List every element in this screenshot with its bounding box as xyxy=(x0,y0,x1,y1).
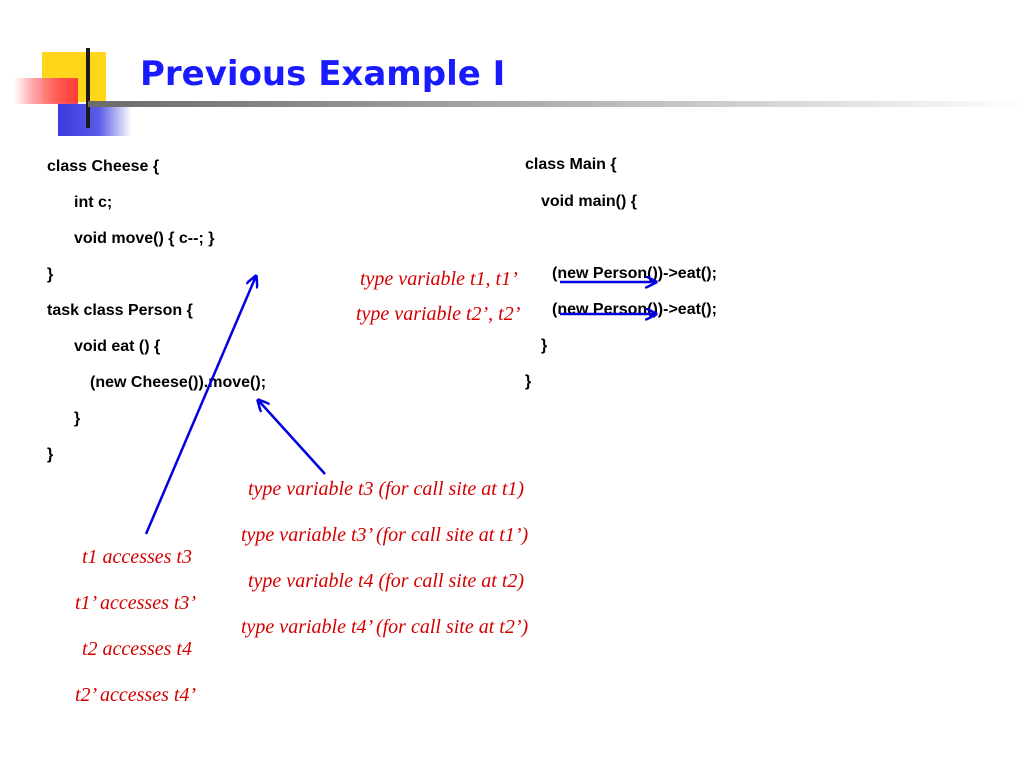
corner-decoration-blue xyxy=(58,104,132,136)
annotation-type-var-t4: type variable t4 (for call site at t2) xyxy=(248,570,525,592)
annotation-type-var-t2: type variable t2’, t2’ xyxy=(356,303,521,325)
code-left-line-6: void eat () { xyxy=(74,338,161,355)
arrow-access-to-move xyxy=(144,276,256,535)
access-t2p-t4p: t2’ accesses t4’ xyxy=(75,684,197,706)
access-t1p-t3p: t1’ accesses t3’ xyxy=(75,592,197,614)
annotation-type-var-t4-prime: type variable t4’ (for call site at t2’) xyxy=(241,616,529,638)
annotation-type-var-t3-prime: type variable t3’ (for call site at t1’) xyxy=(241,524,529,546)
code-left-line-4: } xyxy=(47,266,54,283)
access-t2-t4: t2 accesses t4 xyxy=(82,638,192,660)
slide-title: Previous Example I xyxy=(140,54,506,94)
code-left-line-5: task class Person { xyxy=(47,302,193,319)
code-left-line-7: (new Cheese()).move(); xyxy=(90,374,267,391)
code-right-line-2: void main() { xyxy=(541,193,638,210)
code-right-line-3: (new Person())->eat(); xyxy=(552,265,717,282)
code-right-line-5: } xyxy=(541,337,548,354)
code-left-line-1: class Cheese { xyxy=(47,158,160,175)
annotation-type-var-t1: type variable t1, t1’ xyxy=(360,268,518,290)
corner-decoration-line xyxy=(86,48,90,128)
code-left-line-8: } xyxy=(74,410,81,427)
arrow-t3-to-cheese-call xyxy=(258,400,326,475)
title-underline xyxy=(88,101,1024,107)
code-left-line-2: int c; xyxy=(74,194,113,211)
annotation-type-var-t3: type variable t3 (for call site at t1) xyxy=(248,478,525,500)
access-t1-t3: t1 accesses t3 xyxy=(82,546,192,568)
code-left-line-3: void move() { c--; } xyxy=(74,230,215,247)
code-right-line-6: } xyxy=(525,373,532,390)
corner-decoration-red xyxy=(14,78,78,104)
code-left-line-9: } xyxy=(47,446,54,463)
code-right-line-1: class Main { xyxy=(525,156,617,173)
